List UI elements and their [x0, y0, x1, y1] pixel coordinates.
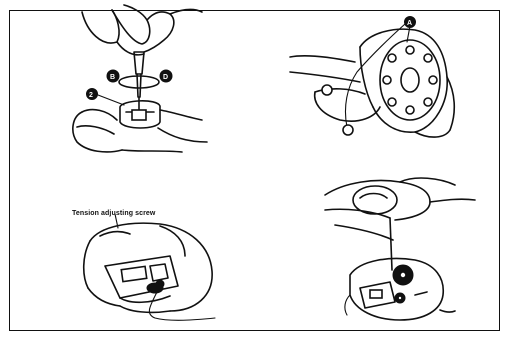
bobbin-case-icon	[60, 196, 240, 326]
bobbin-threading-illustration: A	[285, 2, 475, 152]
bobbin-case-illustration	[60, 196, 240, 326]
hand-holding-thread-icon	[315, 170, 485, 330]
svg-text:A: A	[407, 20, 412, 27]
svg-text:D: D	[163, 74, 168, 81]
svg-text:2: 2	[89, 92, 93, 99]
svg-text:B: B	[110, 74, 115, 81]
screwdriver-hand-icon: B D 2	[62, 2, 242, 172]
bobbin-threading-icon: A	[285, 2, 475, 152]
hand-thread-illustration	[315, 170, 485, 330]
screwdriver-hand-illustration: B D 2	[62, 2, 242, 172]
